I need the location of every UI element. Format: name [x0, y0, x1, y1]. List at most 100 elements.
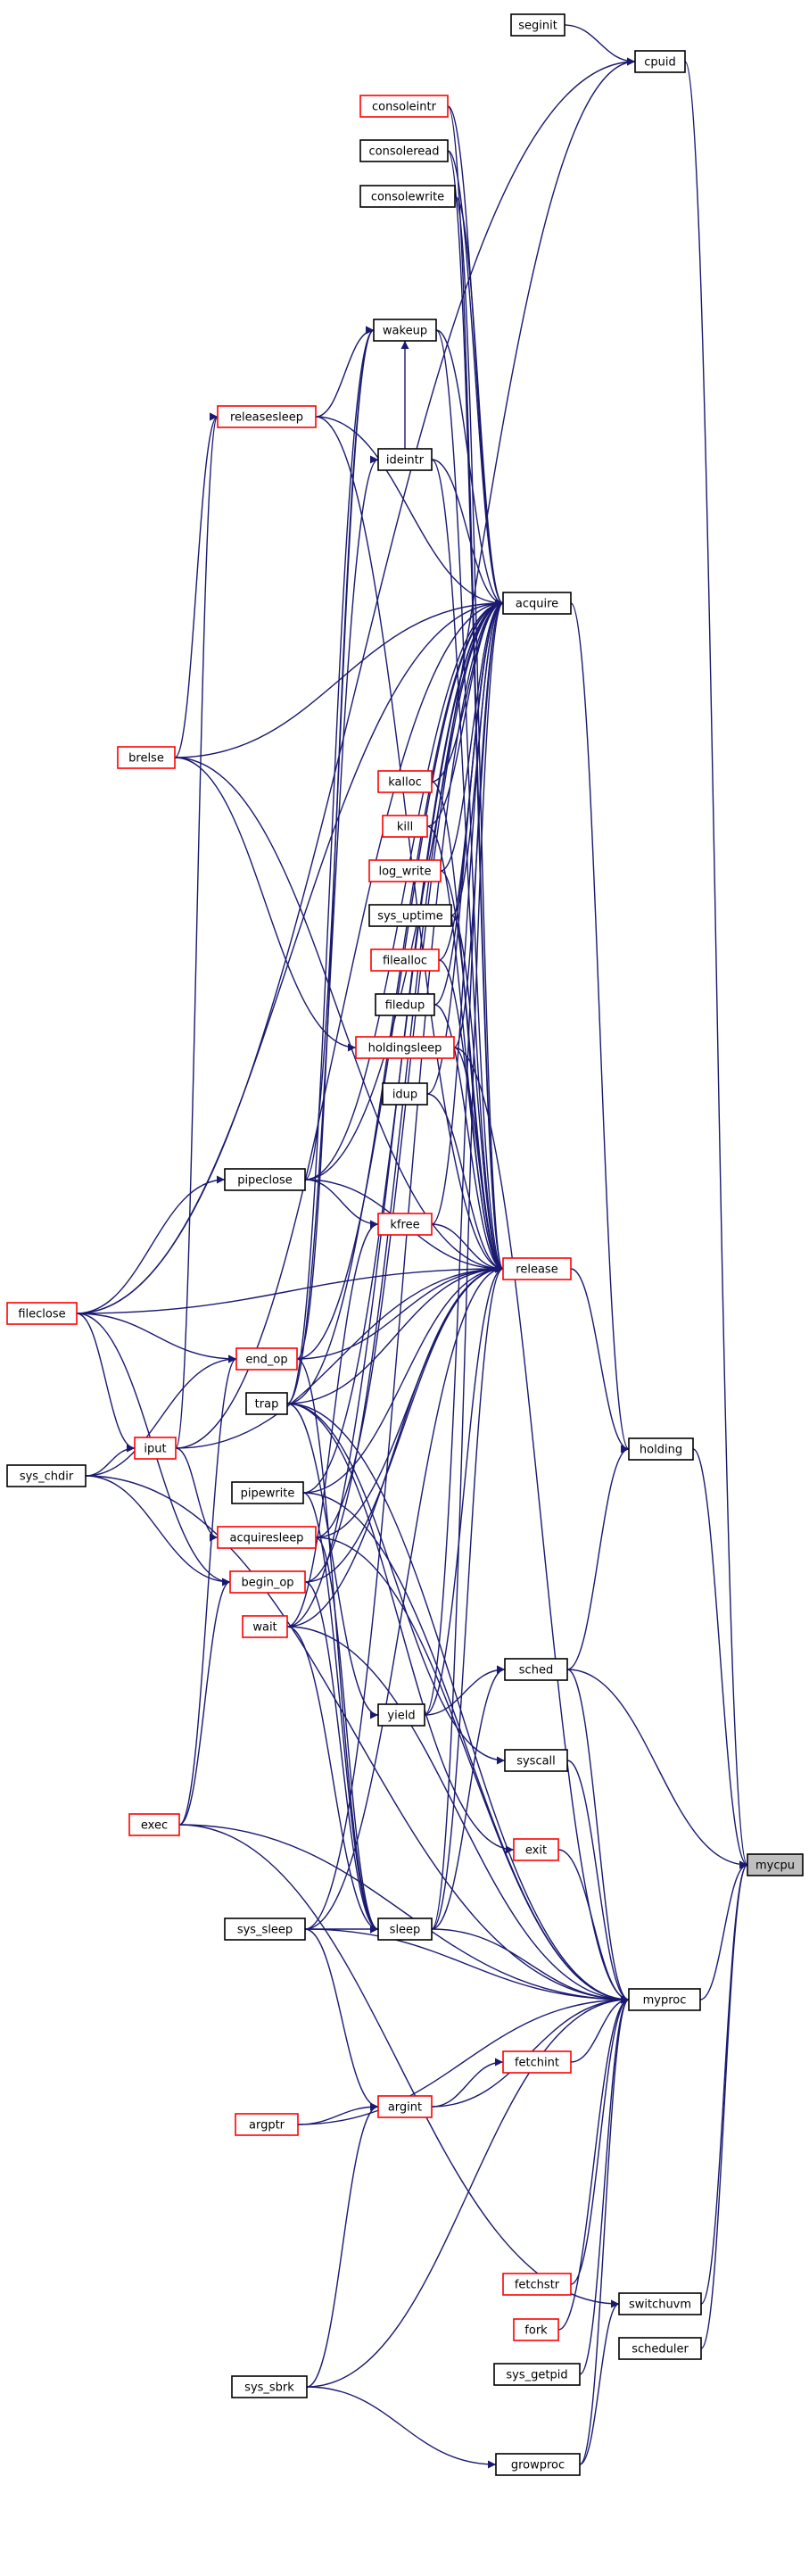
node-consoleintr[interactable]: consoleintr [359, 95, 449, 118]
node-box-acquire[interactable] [502, 592, 572, 615]
node-box-acquiresleep[interactable] [217, 1526, 317, 1549]
node-box-wakeup[interactable] [373, 319, 437, 342]
node-scheduler[interactable]: scheduler [618, 2337, 702, 2360]
node-box-consoleintr[interactable] [359, 95, 449, 118]
node-box-iput[interactable] [134, 1437, 177, 1460]
node-myproc[interactable]: myproc [628, 1988, 701, 2011]
node-acquire[interactable]: acquire [502, 592, 572, 615]
node-box-holdingsleep[interactable] [355, 1036, 455, 1059]
node-box-pipewrite[interactable] [231, 1481, 304, 1504]
node-end_op[interactable]: end_op [235, 1347, 298, 1371]
node-filealloc[interactable]: filealloc [370, 948, 440, 972]
node-cpuid[interactable]: cpuid [634, 50, 686, 73]
node-acquiresleep[interactable]: acquiresleep [217, 1526, 317, 1549]
node-box-argptr[interactable] [235, 2113, 299, 2136]
node-box-releasesleep[interactable] [217, 405, 317, 428]
node-box-switchuvm[interactable] [618, 2292, 702, 2315]
node-box-release[interactable] [502, 1257, 572, 1280]
node-box-brelse[interactable] [117, 746, 176, 769]
node-kfree[interactable]: kfree [377, 1213, 433, 1236]
node-argint[interactable]: argint [377, 2095, 433, 2118]
node-box-sys_chdir[interactable] [6, 1464, 87, 1487]
node-idup[interactable]: idup [382, 1082, 428, 1106]
node-kill[interactable]: kill [382, 815, 428, 838]
node-box-fork[interactable] [513, 2318, 559, 2341]
node-box-fetchstr[interactable] [502, 2273, 572, 2296]
node-sys_uptime[interactable]: sys_uptime [368, 904, 452, 927]
node-box-yield[interactable] [377, 1703, 425, 1727]
node-exit[interactable]: exit [513, 1838, 559, 1861]
node-fork[interactable]: fork [513, 2318, 559, 2341]
node-box-kfree[interactable] [377, 1213, 433, 1236]
node-pipeclose[interactable]: pipeclose [224, 1168, 306, 1191]
node-box-pipeclose[interactable] [224, 1168, 306, 1191]
node-box-begin_op[interactable] [229, 1570, 306, 1594]
node-box-mycpu[interactable] [747, 1853, 804, 1876]
node-box-sys_sbrk[interactable] [231, 2375, 308, 2398]
node-box-syscall[interactable] [504, 1749, 568, 1772]
node-box-wait[interactable] [242, 1615, 288, 1638]
node-box-consolewrite[interactable] [359, 185, 456, 208]
node-pipewrite[interactable]: pipewrite [231, 1481, 304, 1504]
node-sys_sleep[interactable]: sys_sleep [224, 1918, 306, 1941]
node-sys_sbrk[interactable]: sys_sbrk [231, 2375, 308, 2398]
node-filedup[interactable]: filedup [375, 993, 435, 1016]
node-fetchstr[interactable]: fetchstr [502, 2273, 572, 2296]
node-box-ideintr[interactable] [377, 448, 433, 471]
node-box-fileclose[interactable] [6, 1302, 78, 1325]
node-box-fetchint[interactable] [502, 2050, 572, 2074]
node-fileclose[interactable]: fileclose [6, 1302, 78, 1325]
node-kalloc[interactable]: kalloc [377, 770, 433, 793]
node-box-holding[interactable] [628, 1437, 694, 1461]
node-box-log_write[interactable] [368, 859, 442, 882]
node-ideintr[interactable]: ideintr [377, 448, 433, 471]
node-exec[interactable]: exec [128, 1813, 180, 1836]
node-box-scheduler[interactable] [618, 2337, 702, 2360]
node-box-seginit[interactable] [510, 13, 565, 37]
node-begin_op[interactable]: begin_op [229, 1570, 306, 1594]
node-iput[interactable]: iput [134, 1437, 177, 1460]
node-holdingsleep[interactable]: holdingsleep [355, 1036, 455, 1059]
node-wait[interactable]: wait [242, 1615, 288, 1638]
node-box-sys_getpid[interactable] [493, 2363, 581, 2386]
node-trap[interactable]: trap [245, 1392, 288, 1415]
node-box-kill[interactable] [382, 815, 428, 838]
node-box-trap[interactable] [245, 1392, 288, 1415]
node-switchuvm[interactable]: switchuvm [618, 2292, 702, 2315]
node-growproc[interactable]: growproc [495, 2453, 581, 2476]
node-log_write[interactable]: log_write [368, 859, 442, 882]
node-box-sys_sleep[interactable] [224, 1918, 306, 1941]
node-box-growproc[interactable] [495, 2453, 581, 2476]
node-releasesleep[interactable]: releasesleep [217, 405, 317, 428]
node-box-filedup[interactable] [375, 993, 435, 1016]
node-consolewrite[interactable]: consolewrite [359, 185, 456, 208]
node-box-end_op[interactable] [235, 1347, 298, 1371]
node-consoleread[interactable]: consoleread [359, 139, 449, 162]
node-sys_chdir[interactable]: sys_chdir [6, 1464, 87, 1487]
node-box-kalloc[interactable] [377, 770, 433, 793]
node-box-sleep[interactable] [377, 1918, 433, 1941]
node-box-sched[interactable] [504, 1658, 568, 1681]
node-box-consoleread[interactable] [359, 139, 449, 162]
node-syscall[interactable]: syscall [504, 1749, 568, 1772]
node-sched[interactable]: sched [504, 1658, 568, 1681]
node-box-cpuid[interactable] [634, 50, 686, 73]
node-fetchint[interactable]: fetchint [502, 2050, 572, 2074]
node-mycpu[interactable]: mycpu [747, 1853, 804, 1876]
node-holding[interactable]: holding [628, 1437, 694, 1461]
node-argptr[interactable]: argptr [235, 2113, 299, 2136]
node-release[interactable]: release [502, 1257, 572, 1280]
node-sleep[interactable]: sleep [377, 1918, 433, 1941]
node-yield[interactable]: yield [377, 1703, 425, 1727]
node-box-idup[interactable] [382, 1082, 428, 1106]
node-box-filealloc[interactable] [370, 948, 440, 972]
node-box-myproc[interactable] [628, 1988, 701, 2011]
node-wakeup[interactable]: wakeup [373, 319, 437, 342]
node-box-argint[interactable] [377, 2095, 433, 2118]
node-box-exec[interactable] [128, 1813, 180, 1836]
node-sys_getpid[interactable]: sys_getpid [493, 2363, 581, 2386]
node-box-sys_uptime[interactable] [368, 904, 452, 927]
node-box-exit[interactable] [513, 1838, 559, 1861]
node-seginit[interactable]: seginit [510, 13, 565, 37]
node-brelse[interactable]: brelse [117, 746, 176, 769]
